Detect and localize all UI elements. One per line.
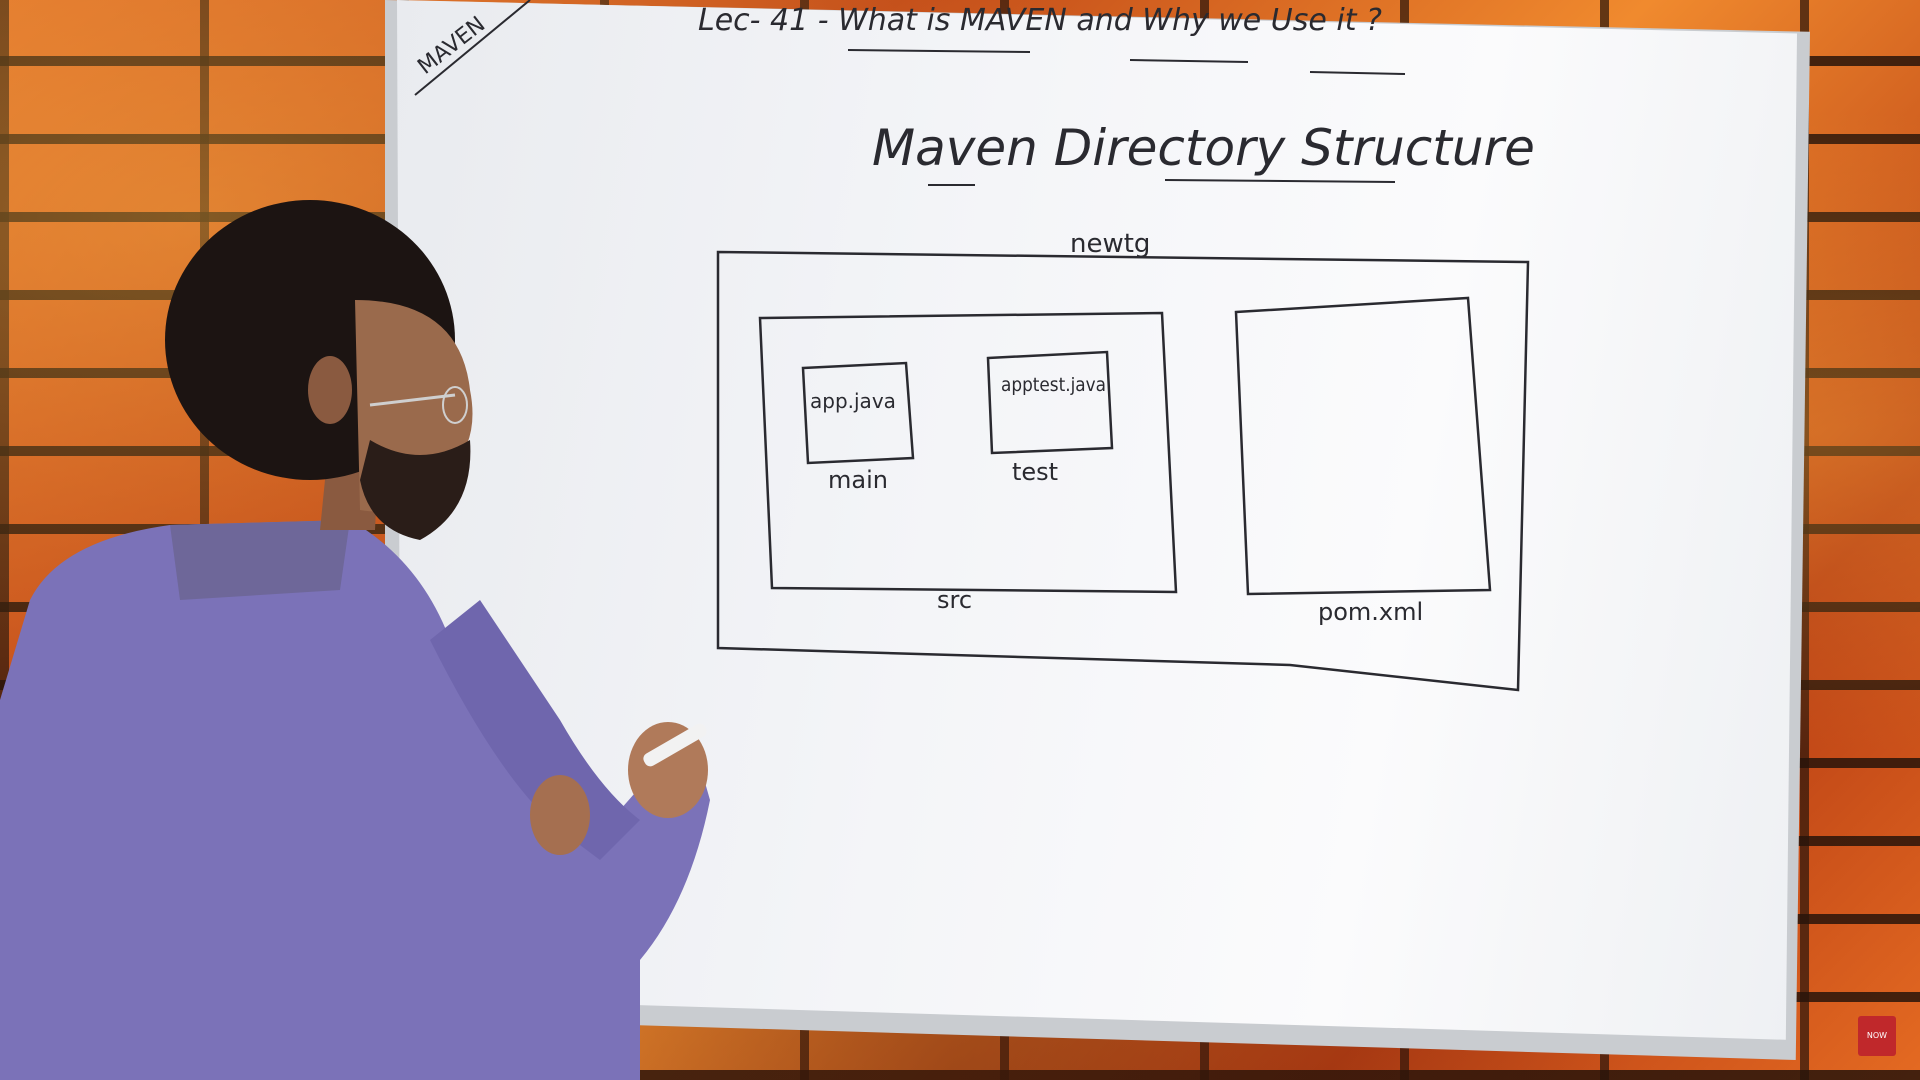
test-file-box [986,350,1114,455]
project-box [716,250,1530,692]
presenter [0,200,710,1080]
pom-box [1234,296,1492,596]
title-underline-1 [847,49,1031,53]
hand-right [628,722,708,818]
lecture-title: Lec- 41 - What is MAVEN and Why we Use i… [698,3,1382,38]
test-label: test [1012,458,1058,486]
collar-shadow [170,520,350,600]
project-label: newtg [1070,229,1150,259]
test-file: apptest.java [1001,374,1106,396]
title-underline-2 [1129,59,1249,63]
beard [360,440,471,540]
hand-left [530,775,590,855]
ear [308,356,352,424]
src-label: src [937,586,972,614]
marker-pen-icon [643,723,707,767]
arm [430,600,640,860]
glasses-icon [369,393,456,407]
main-file-box [801,361,915,465]
src-box [758,311,1178,594]
shirt [0,520,710,1080]
heading-underline-2 [1164,179,1396,183]
subscribe-badge[interactable]: NOW [1858,1016,1896,1056]
title-underline-3 [1309,71,1406,75]
glasses-lens [442,386,468,424]
main-label: main [828,466,888,494]
heading: Maven Directory Structure [872,119,1535,177]
main-file: app.java [810,389,896,413]
corner-divider [414,0,531,96]
pom-label: pom.xml [1318,598,1423,626]
